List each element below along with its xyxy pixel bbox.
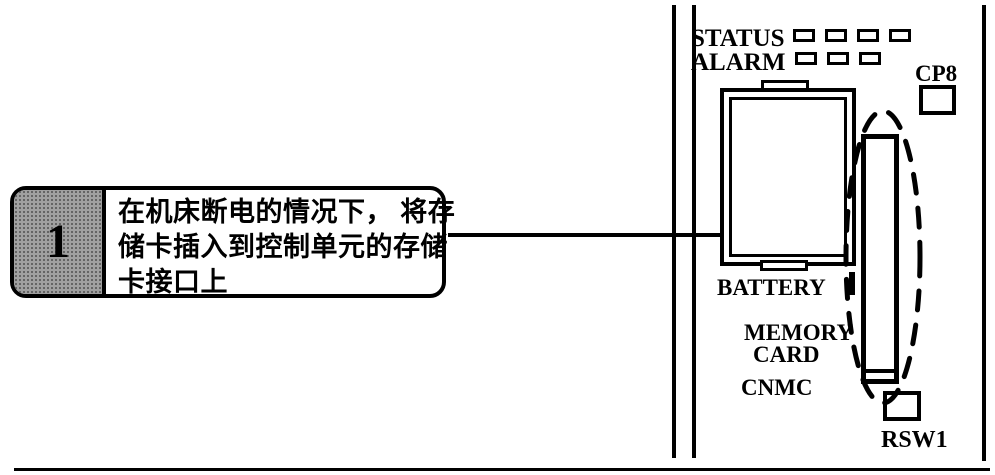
- status-led-row: [793, 29, 911, 42]
- led-indicator: [889, 29, 911, 42]
- step-instruction-text: 在机床断电的情况下， 将存 储卡插入到控制单元的存储 卡接口上: [106, 190, 461, 297]
- step-instruction-line1: 在机床断电的情况下， 将存: [118, 197, 456, 227]
- led-indicator: [795, 52, 817, 65]
- panel-edge-line-left-outer: [672, 5, 676, 458]
- step-instruction-line2: 储卡插入到控制单元的存储: [118, 232, 448, 262]
- memory-card-label-line1: MEMORY: [744, 320, 854, 345]
- battery-label: BATTERY: [717, 275, 826, 300]
- cp8-connector: [919, 85, 956, 115]
- battery-compartment-inner: [729, 97, 847, 257]
- panel-edge-line-left-inner: [692, 5, 696, 458]
- leader-arrow-shaft: [448, 233, 825, 237]
- led-indicator: [827, 52, 849, 65]
- memory-card-slot: [861, 134, 899, 384]
- panel-edge-line-right: [982, 5, 986, 461]
- battery-tab-top: [761, 80, 809, 91]
- memory-card-slot-end-cap: [864, 369, 896, 373]
- cnmc-label: CNMC: [741, 375, 813, 400]
- step-number-panel: 1: [14, 190, 106, 294]
- rsw1-rotary-switch: [883, 391, 921, 421]
- battery-label-leader-tick: [849, 272, 855, 295]
- cp8-label: CP8: [915, 61, 958, 86]
- led-indicator: [857, 29, 879, 42]
- step-box: 1 在机床断电的情况下， 将存 储卡插入到控制单元的存储 卡接口上: [10, 186, 455, 298]
- led-indicator: [793, 29, 815, 42]
- alarm-label: ALARM: [691, 49, 786, 76]
- status-label: STATUS: [691, 25, 785, 52]
- rsw1-label: RSW1: [881, 427, 948, 453]
- step-instruction-line3: 卡接口上: [118, 267, 228, 297]
- led-indicator: [825, 29, 847, 42]
- battery-tab-bottom: [760, 260, 808, 271]
- memory-card-label-line2: CARD: [753, 342, 820, 367]
- alarm-led-row: [795, 52, 881, 65]
- step-number: 1: [46, 215, 70, 268]
- page-bottom-rule: [14, 468, 990, 471]
- led-indicator: [859, 52, 881, 65]
